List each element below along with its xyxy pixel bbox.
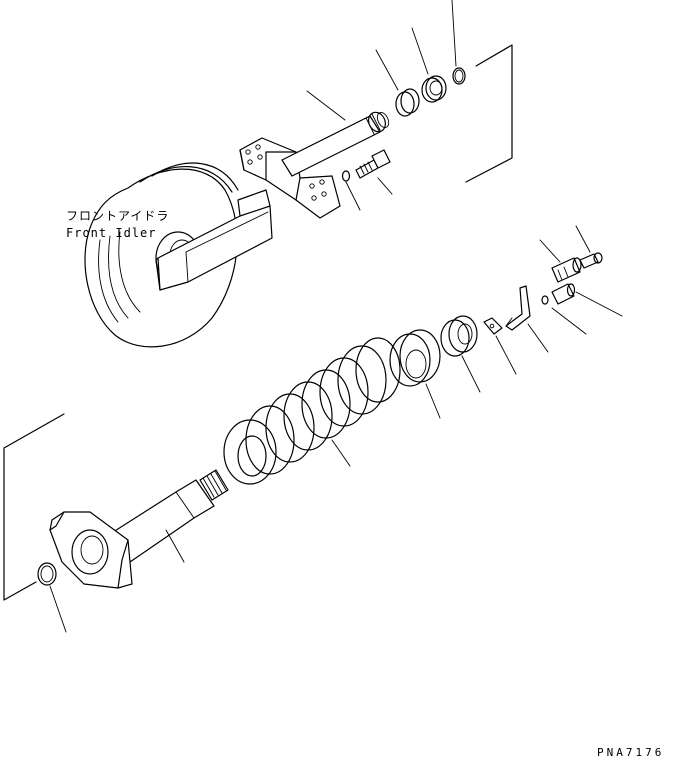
rod-leader-line — [165, 529, 185, 563]
o-ring-leader-line — [49, 585, 67, 633]
spring-leader-line — [331, 439, 351, 467]
snap-ring-icon — [452, 67, 466, 85]
upper-leader-lines — [306, 0, 457, 211]
l-bracket-icon — [505, 285, 531, 331]
bolt-icon — [355, 149, 391, 179]
lower-group-bracket — [3, 413, 65, 601]
assembly-label-japanese: フロントアイドラ — [66, 209, 169, 223]
seat-leader-lines — [425, 355, 481, 419]
upper-group-bracket — [465, 44, 513, 183]
idler-yoke-icon — [239, 111, 390, 219]
middle-leader-lines — [495, 323, 549, 375]
nut-icon — [440, 315, 478, 357]
recoil-rod-icon — [49, 469, 229, 589]
grease-fitting-body-icon — [541, 283, 576, 305]
front-idler-wheel-icon — [84, 162, 239, 348]
bushing-icon — [395, 88, 420, 117]
o-ring-icon — [37, 562, 57, 586]
recoil-spring-icon — [223, 337, 401, 485]
drawing-code: PNA7176 — [597, 746, 664, 759]
bearing-icon — [421, 75, 447, 103]
spring-seat-icon — [389, 329, 441, 387]
grease-leader-lines — [539, 225, 623, 335]
grease-fitting-icon — [551, 252, 603, 283]
plate-icon — [483, 317, 503, 335]
assembly-label-english: Front Idler — [66, 226, 156, 240]
washer-icon — [341, 170, 351, 182]
idler-bearing-block-icon — [155, 189, 273, 291]
